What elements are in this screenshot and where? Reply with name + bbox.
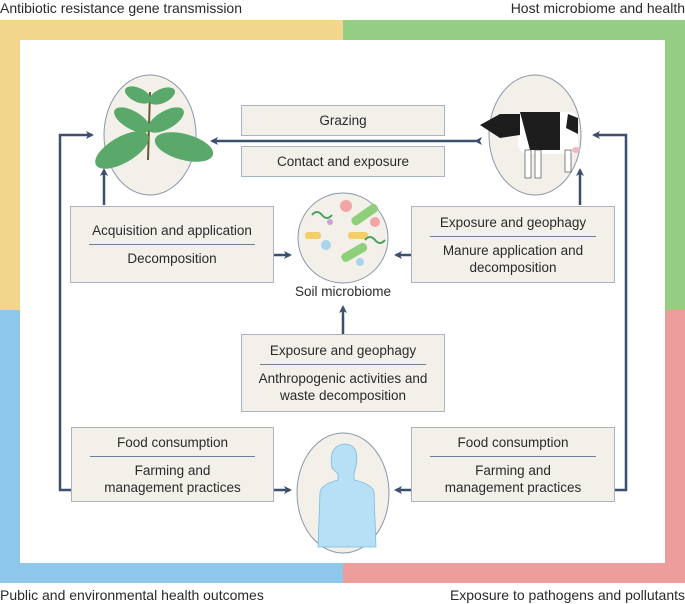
arrow-right-loop [592,131,628,492]
acquisition-label: Acquisition and application [92,223,252,238]
label-antibiotic-resistance: Antibiotic resistance gene transmission [0,0,243,16]
grazing-box: Grazing [241,105,445,136]
label-public-health: Public and environmental health outcomes [0,587,264,603]
divider [430,235,596,237]
label-pathogens: Exposure to pathogens and pollutants [449,587,685,603]
soil-microbiome-label: Soil microbiome [294,284,392,299]
manure-box: Exposure and geophagy Manure application… [411,206,615,283]
arrow-left-loop [58,131,94,492]
anthropogenic-box: Exposure and geophagy Anthropogenic acti… [241,334,445,412]
label-host-microbiome: Host microbiome and health [510,0,685,16]
divider [90,455,255,457]
divider [260,364,426,365]
grazing-label: Grazing [319,113,367,128]
plant-icon [95,74,214,196]
contact-exposure-box: Contact and exposure [241,146,445,177]
exposure-geophagy-label: Exposure and geophagy [439,214,587,230]
manure-label: Manure application and decomposition [442,242,584,275]
anthropogenic-label: Anthropogenic activities and waste decom… [258,371,428,403]
right-food-label: Food consumption [457,434,569,450]
contact-exposure-label: Contact and exposure [276,154,410,169]
acquisition-box: Acquisition and application Decompositio… [70,206,274,283]
left-farming-label: Farming and management practices [104,462,241,495]
right-food-box: Food consumption Farming and management … [411,427,615,502]
center-exposure-label: Exposure and geophagy [269,343,417,358]
divider [89,244,255,245]
soil-microbiome-icon [297,192,389,284]
left-food-box: Food consumption Farming and management … [71,427,274,502]
human-icon [296,432,390,554]
left-food-label: Food consumption [116,434,229,450]
decomposition-label: Decomposition [127,251,217,266]
right-farming-label: Farming and management practices [444,462,582,495]
cow-icon [480,74,582,196]
divider [430,455,596,457]
